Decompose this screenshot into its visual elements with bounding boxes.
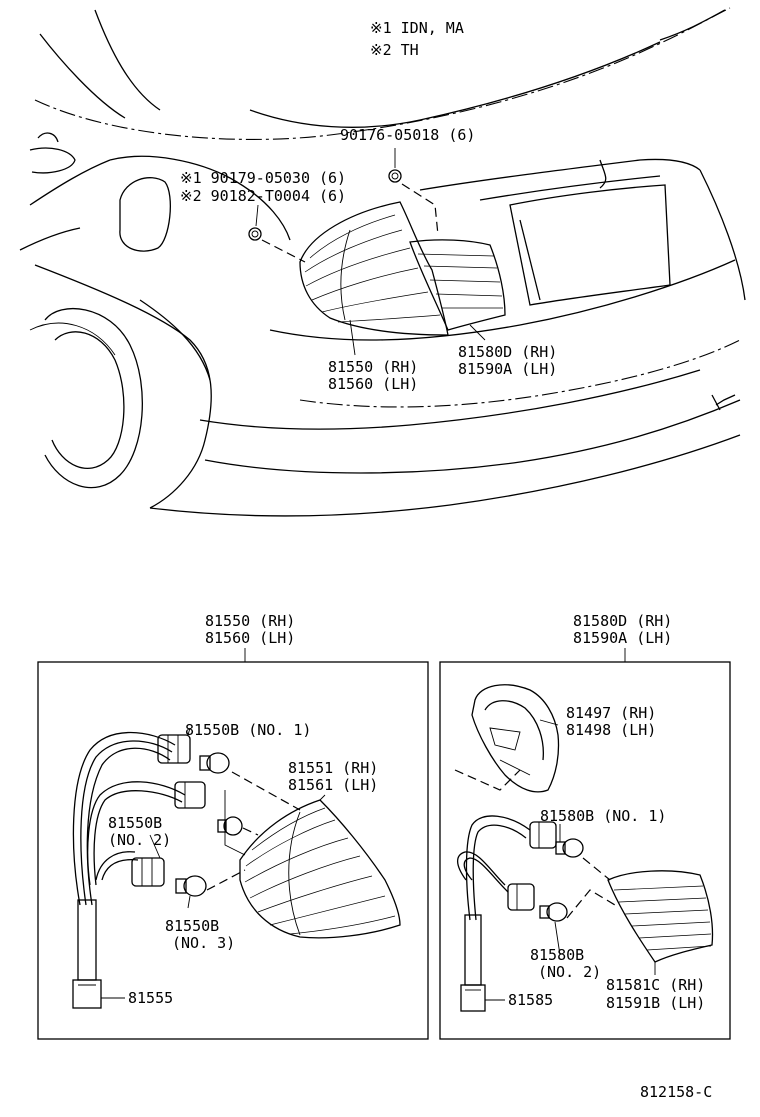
left-label-bulb3-b: (NO. 3) (172, 934, 235, 952)
figure-id: 812158-C (640, 1083, 712, 1101)
right-label-bulb1: 81580B (NO. 1) (540, 807, 666, 825)
right-label-cover-rh: 81497 (RH) (566, 704, 656, 722)
label-lamp-outer-lh: 81560 (LH) (328, 375, 418, 393)
right-label-lens-rh: 81581C (RH) (606, 976, 705, 994)
tail-lamp-outer-top (299, 201, 449, 336)
left-box-frame (37, 661, 429, 1040)
left-label-bulb2-a: 81550B (108, 814, 162, 832)
bulb-no1-icon (199, 752, 230, 774)
right-label-bulb2-a: 81580B (530, 946, 584, 964)
lens-81551-icon (239, 799, 401, 939)
label-bolt-lower-2: ※2 90182-T0004 (6) (180, 187, 346, 205)
tail-lamp-inner-top (409, 239, 506, 331)
left-label-bulb2-b: (NO. 2) (108, 831, 171, 849)
bolt-upper-icon (388, 169, 402, 183)
harness-81555 (72, 731, 206, 1009)
harness-81585 (456, 815, 557, 1012)
right-box-title-lh: 81590A (LH) (573, 629, 672, 647)
car-body-outline (19, 7, 746, 517)
label-bolt-upper: 90176-05018 (6) (340, 126, 475, 144)
right-label-bulb2-b: (NO. 2) (538, 963, 601, 981)
lens-81581c-icon (607, 870, 714, 963)
label-lamp-inner-rh: 81580D (RH) (458, 343, 557, 361)
right-label-lens-lh: 81591B (LH) (606, 994, 705, 1012)
bulb-81580b-no1-icon (555, 838, 584, 858)
right-label-cover-lh: 81498 (LH) (566, 721, 656, 739)
left-label-bulb3-a: 81550B (165, 917, 219, 935)
bulb-no3-icon (175, 875, 207, 897)
note-1: ※1 IDN, MA (370, 19, 464, 37)
right-label-harness: 81585 (508, 991, 553, 1009)
left-label-harness: 81555 (128, 989, 173, 1007)
left-box-title-lh: 81560 (LH) (205, 629, 295, 647)
bulb-81580b-no2-icon (539, 902, 568, 922)
left-box-title-rh: 81550 (RH) (205, 612, 295, 630)
note-2: ※2 TH (370, 41, 419, 59)
cover-81497-icon (471, 684, 560, 793)
bolt-lower-icon (248, 227, 262, 241)
label-lamp-inner-lh: 81590A (LH) (458, 360, 557, 378)
label-lamp-outer-rh: 81550 (RH) (328, 358, 418, 376)
right-box-title-rh: 81580D (RH) (573, 612, 672, 630)
left-label-bulb1: 81550B (NO. 1) (185, 721, 311, 739)
bulb-no2-icon (217, 816, 243, 836)
label-bolt-lower-1: ※1 90179-05030 (6) (180, 169, 346, 187)
left-label-lens-rh: 81551 (RH) (288, 759, 378, 777)
right-box-frame (439, 661, 731, 1040)
left-label-lens-lh: 81561 (LH) (288, 776, 378, 794)
